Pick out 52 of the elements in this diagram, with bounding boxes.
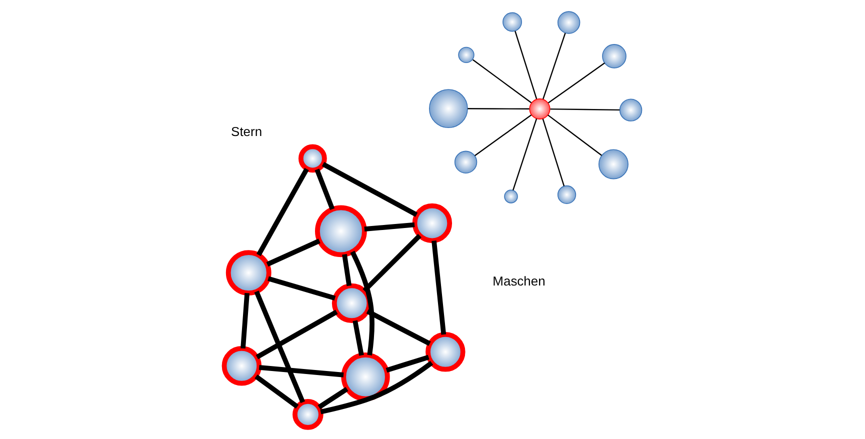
node-circle xyxy=(602,44,626,68)
node-circle xyxy=(454,150,477,174)
connector xyxy=(362,234,421,292)
connector xyxy=(542,32,566,100)
connector xyxy=(547,114,602,156)
node-circle xyxy=(502,12,522,32)
connector xyxy=(512,118,537,190)
connector xyxy=(256,168,308,256)
connector xyxy=(364,222,414,232)
connector xyxy=(467,108,529,110)
connector xyxy=(254,374,298,409)
connector xyxy=(350,250,374,356)
node-circle xyxy=(225,250,271,296)
connector xyxy=(258,365,344,378)
connector xyxy=(431,240,446,335)
connector xyxy=(514,30,537,100)
node-circle xyxy=(340,352,390,402)
connector xyxy=(320,360,433,414)
node-circle xyxy=(425,332,465,372)
connector xyxy=(550,108,620,111)
connector xyxy=(266,238,320,267)
node-circle xyxy=(557,11,580,34)
label: Maschen xyxy=(492,273,545,288)
node-circle xyxy=(412,203,452,244)
node-circle xyxy=(314,205,366,258)
connector xyxy=(385,354,429,373)
connector xyxy=(547,62,604,104)
connector xyxy=(366,309,430,346)
node-circle xyxy=(618,98,642,122)
node-circle xyxy=(504,190,518,204)
connector xyxy=(314,168,334,210)
node-circle xyxy=(428,89,468,128)
connector xyxy=(317,386,348,410)
node-circle xyxy=(298,144,326,173)
connector xyxy=(254,290,305,404)
node-circle xyxy=(331,283,372,324)
connector xyxy=(321,162,418,217)
label: Stern xyxy=(230,124,262,140)
connector xyxy=(255,310,338,360)
connector xyxy=(267,276,336,301)
node-circle xyxy=(556,185,576,204)
node-circle xyxy=(221,346,262,386)
connector xyxy=(542,118,564,186)
connector xyxy=(240,292,250,349)
connector xyxy=(474,114,532,156)
node-circle xyxy=(528,98,550,120)
node-circle xyxy=(292,399,323,430)
connector xyxy=(342,254,352,286)
node-circle xyxy=(598,149,628,180)
connector xyxy=(472,59,532,104)
node-circle xyxy=(458,46,474,64)
connector xyxy=(352,320,364,356)
